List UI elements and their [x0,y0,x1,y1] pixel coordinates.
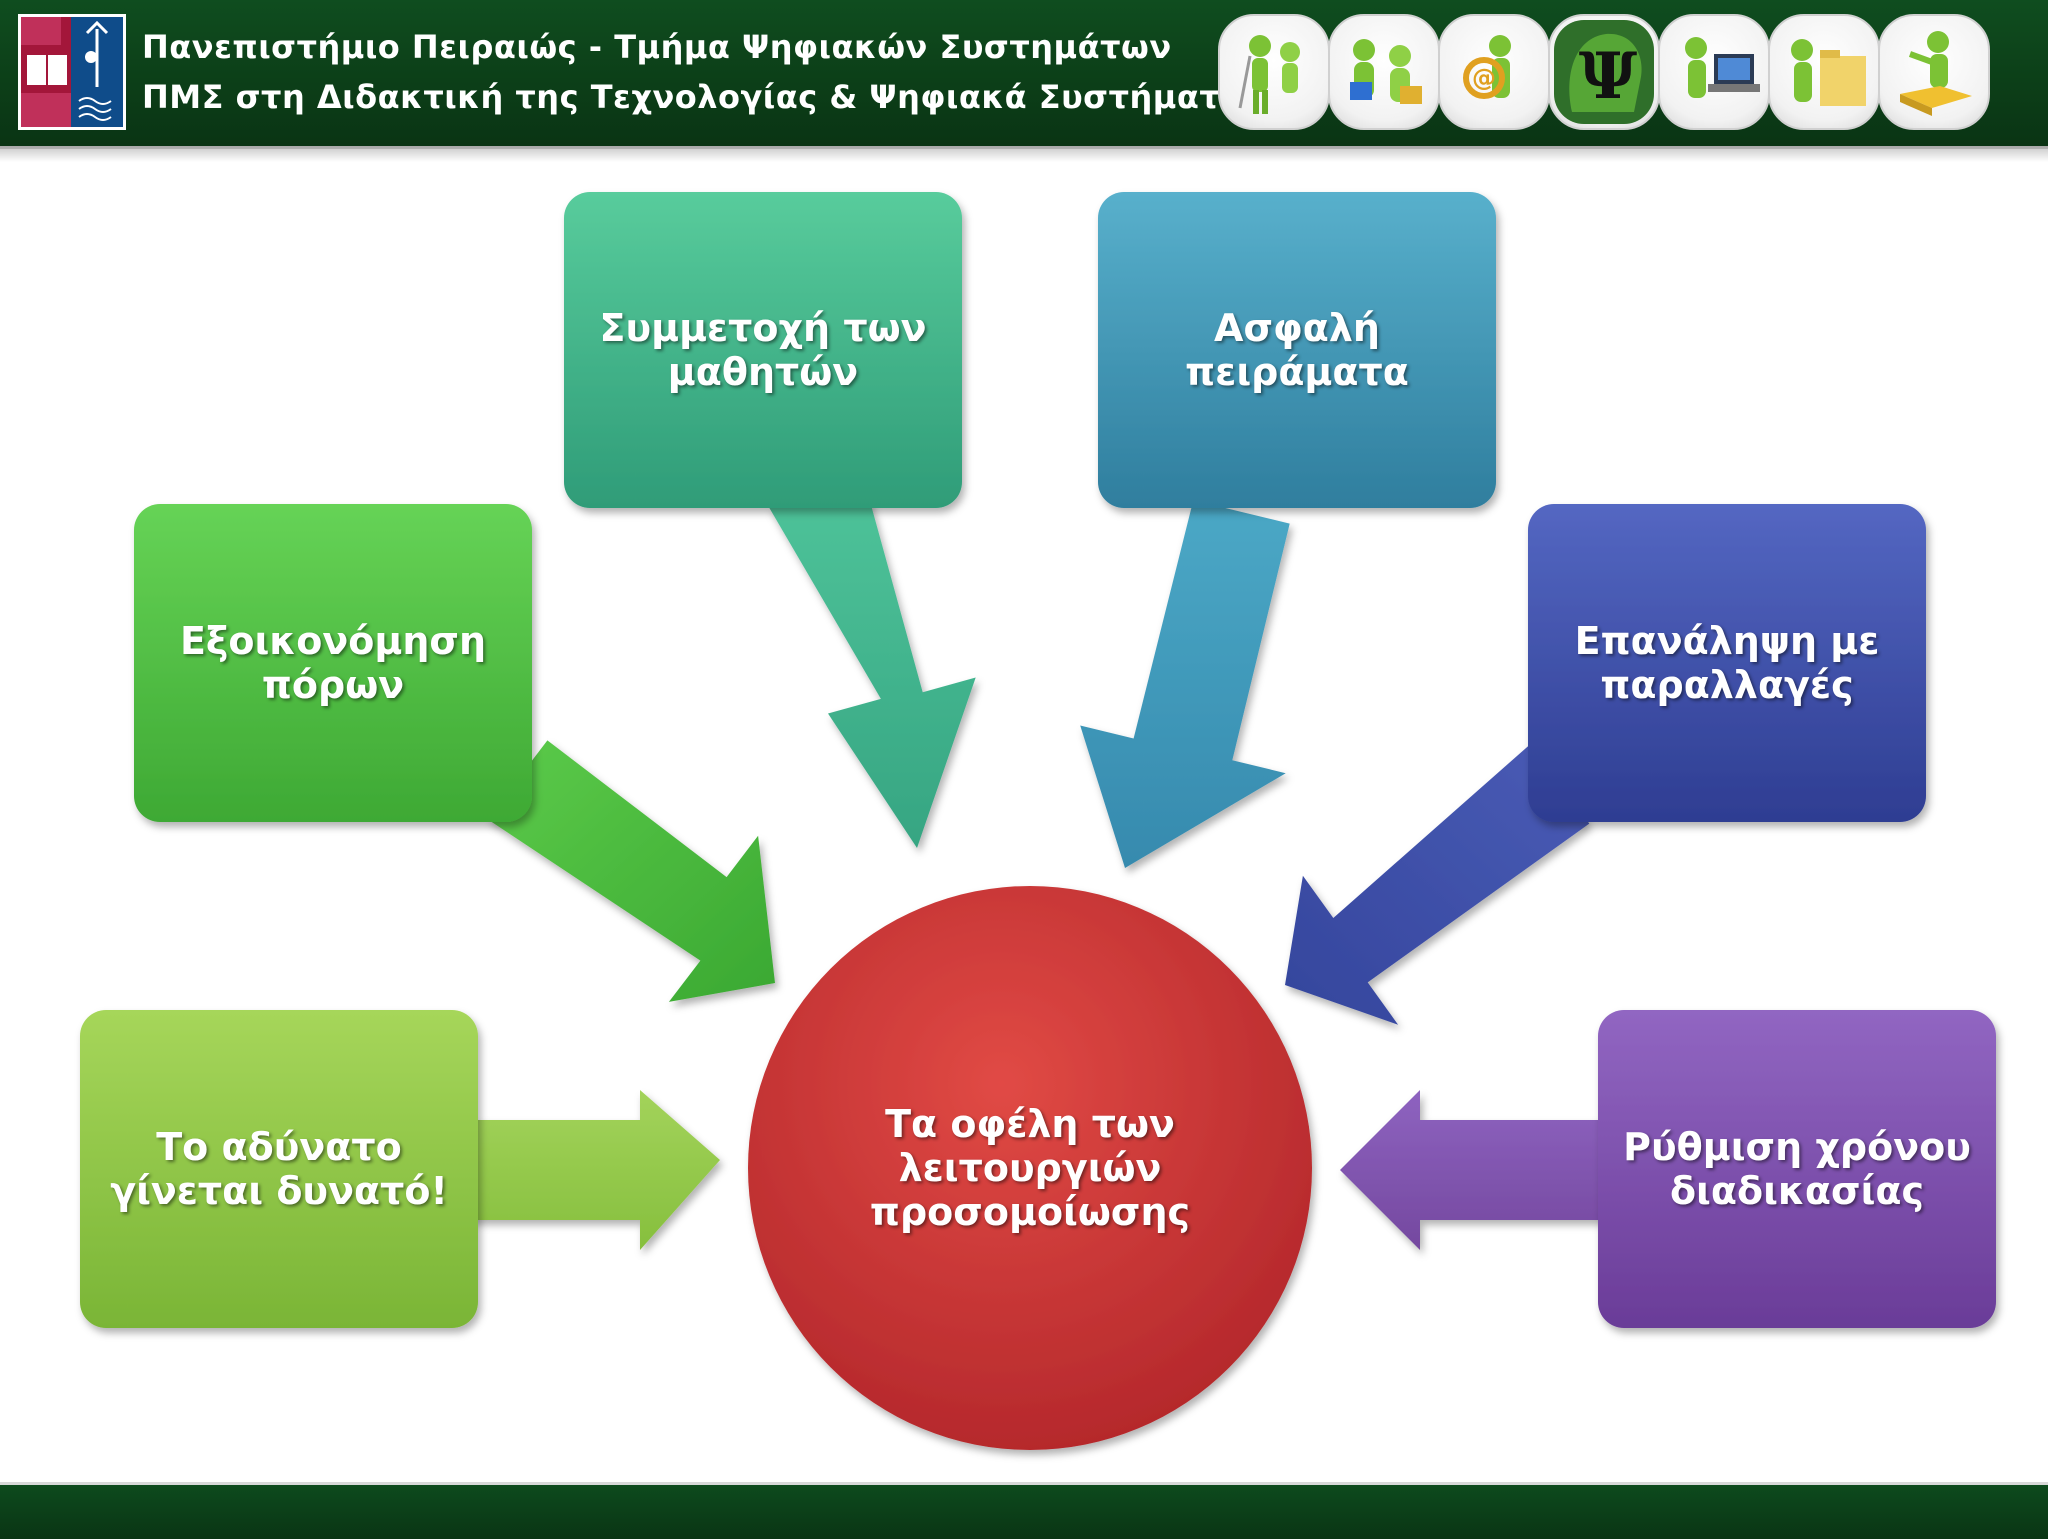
box-top-right-text: Ασφαλή πειράματα [1185,306,1409,394]
email-figure-icon: @ [1438,14,1550,130]
psi-symbol: Ψ [1579,39,1638,114]
footer-bar [0,1482,2048,1539]
header-university-title: Πανεπιστήμιο Πειραιώς - Τμήμα Ψηφιακών Σ… [142,28,1172,66]
arrow-left-bottom [470,1090,720,1250]
box-left-middle-text: Εξοικονόμηση πόρων [179,619,487,707]
psi-head-icon: Ψ [1548,14,1660,130]
box-top-left-text: Συμμετοχή των μαθητών [599,306,927,394]
arrow-top-right [1080,500,1290,868]
box-right-middle-text: Επανάληψη με παραλλαγές [1574,619,1880,707]
box-right-middle [1528,504,1926,822]
box-top-right [1098,192,1496,508]
arrow-right-middle [1285,743,1590,1025]
box-left-middle [134,504,532,822]
arrow-right-bottom [1340,1090,1610,1250]
box-left-bottom [80,1010,478,1328]
university-logo [18,14,126,130]
box-right-bottom-text: Ρύθμιση χρόνου διαδικασίας [1623,1125,1971,1213]
header-shadow [0,146,2048,162]
laptop-figure-icon [1658,14,1770,130]
svg-text:@: @ [1472,64,1496,92]
header-bar: Πανεπιστήμιο Πειραιώς - Τμήμα Ψηφιακών Σ… [0,0,2048,149]
figures-icon [1218,14,1330,130]
arrow-top-left [768,480,976,848]
box-top-left [564,192,962,508]
center-text: Τα οφέλη των λειτουργιών προσομοίωσης [869,1102,1191,1234]
arrow-left-middle [487,740,775,1002]
puzzle-figure-icon [1878,14,1990,130]
folder-figure-icon [1768,14,1880,130]
reading-figures-icon [1328,14,1440,130]
box-left-bottom-text: Το αδύνατο γίνεται δυνατό! [110,1125,448,1213]
header-program-title: ΠΜΣ στη Διδακτική της Τεχνολογίας & Ψηφι… [142,78,1243,116]
center-circle [748,886,1312,1450]
box-right-bottom [1598,1010,1996,1328]
